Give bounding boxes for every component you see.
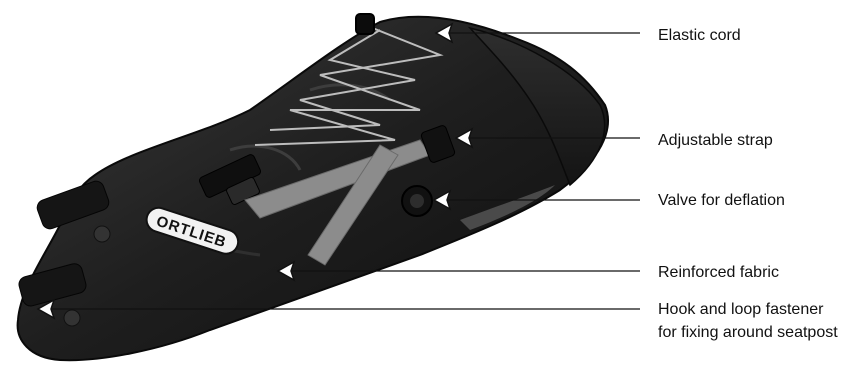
label-hook-loop-line1: Hook and loop fastener [658,300,823,320]
label-valve-deflation: Valve for deflation [658,191,785,211]
valve-graphic [402,186,432,216]
label-reinforced-fabric: Reinforced fabric [658,263,779,283]
label-hook-loop-line2: for fixing around seatpost [658,323,838,343]
label-adjustable-strap: Adjustable strap [658,131,773,151]
label-elastic-cord: Elastic cord [658,26,741,46]
